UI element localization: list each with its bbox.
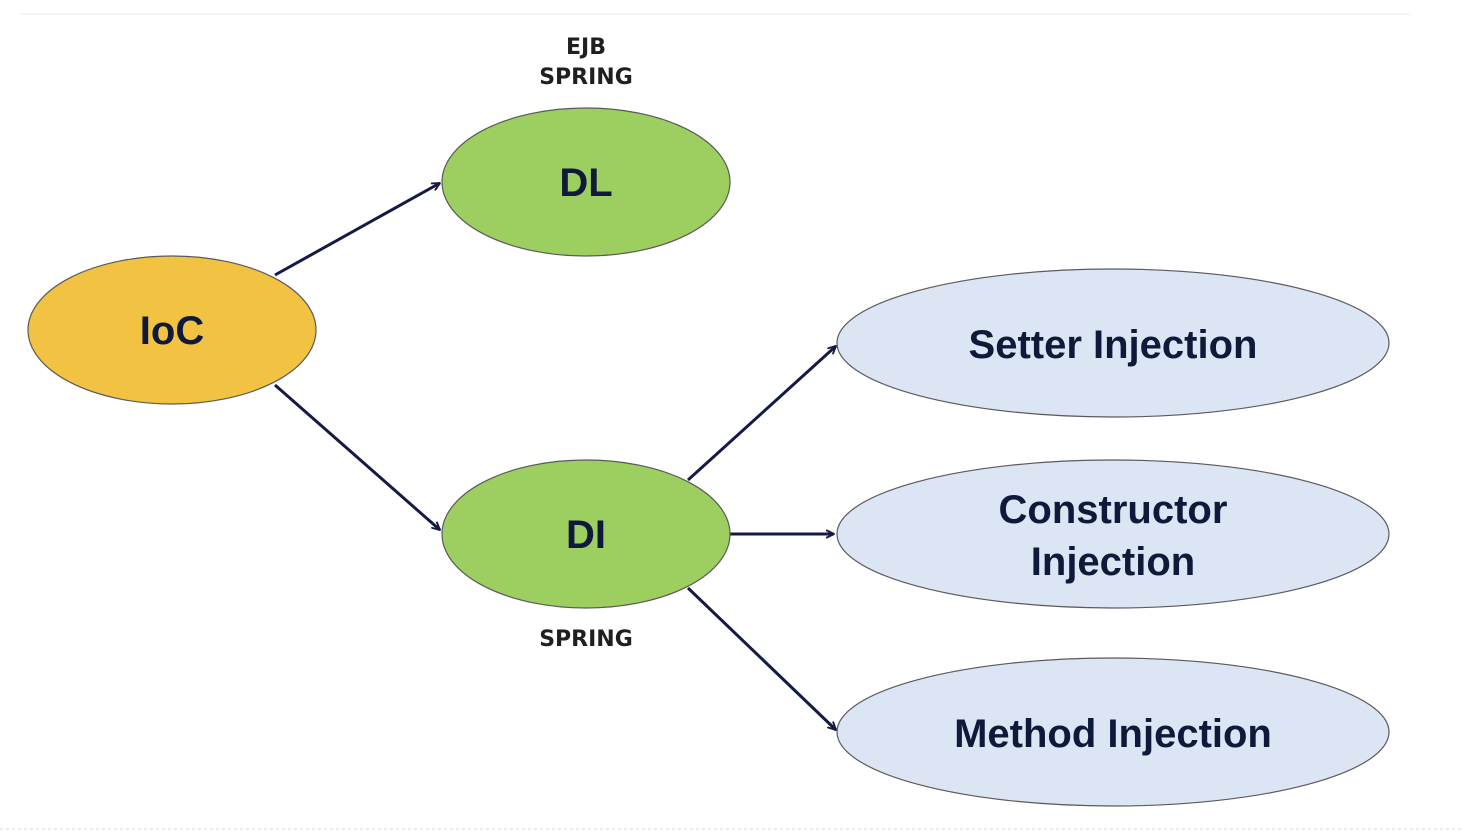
node-dl-label: DL — [559, 161, 612, 205]
node-method-injection: Method Injection — [836, 657, 1390, 807]
node-constructor-label-line-1: Constructor — [999, 488, 1228, 532]
node-dl: EJB SPRING DL — [441, 35, 731, 257]
dl-annotation-line-2: SPRING — [539, 65, 633, 90]
node-method-shape — [836, 657, 1390, 807]
node-constructor-shape — [836, 459, 1390, 609]
dl-annotation-line-1: EJB — [566, 35, 606, 60]
node-di-shape — [441, 459, 731, 609]
di-annotation-line-1: SPRING — [539, 627, 633, 652]
node-dl-shape — [441, 107, 731, 257]
node-setter-label: Setter Injection — [969, 323, 1258, 367]
edge-di-to-setter — [686, 344, 838, 482]
node-method-label: Method Injection — [954, 712, 1272, 756]
node-di: DI SPRING — [441, 459, 731, 652]
node-ioc: IoC — [27, 255, 317, 405]
node-constructor-injection: Constructor Injection — [836, 459, 1390, 609]
edge-ioc-to-dl — [274, 181, 440, 277]
node-constructor-label-line-2: Injection — [1031, 540, 1195, 584]
node-di-label: DI — [566, 513, 606, 557]
edge-ioc-to-di — [274, 383, 441, 532]
node-ioc-shape — [27, 255, 317, 405]
node-ioc-label: IoC — [140, 309, 204, 353]
node-setter-shape — [836, 268, 1390, 418]
node-setter-injection: Setter Injection — [836, 268, 1390, 418]
edge-di-to-method — [686, 586, 838, 732]
